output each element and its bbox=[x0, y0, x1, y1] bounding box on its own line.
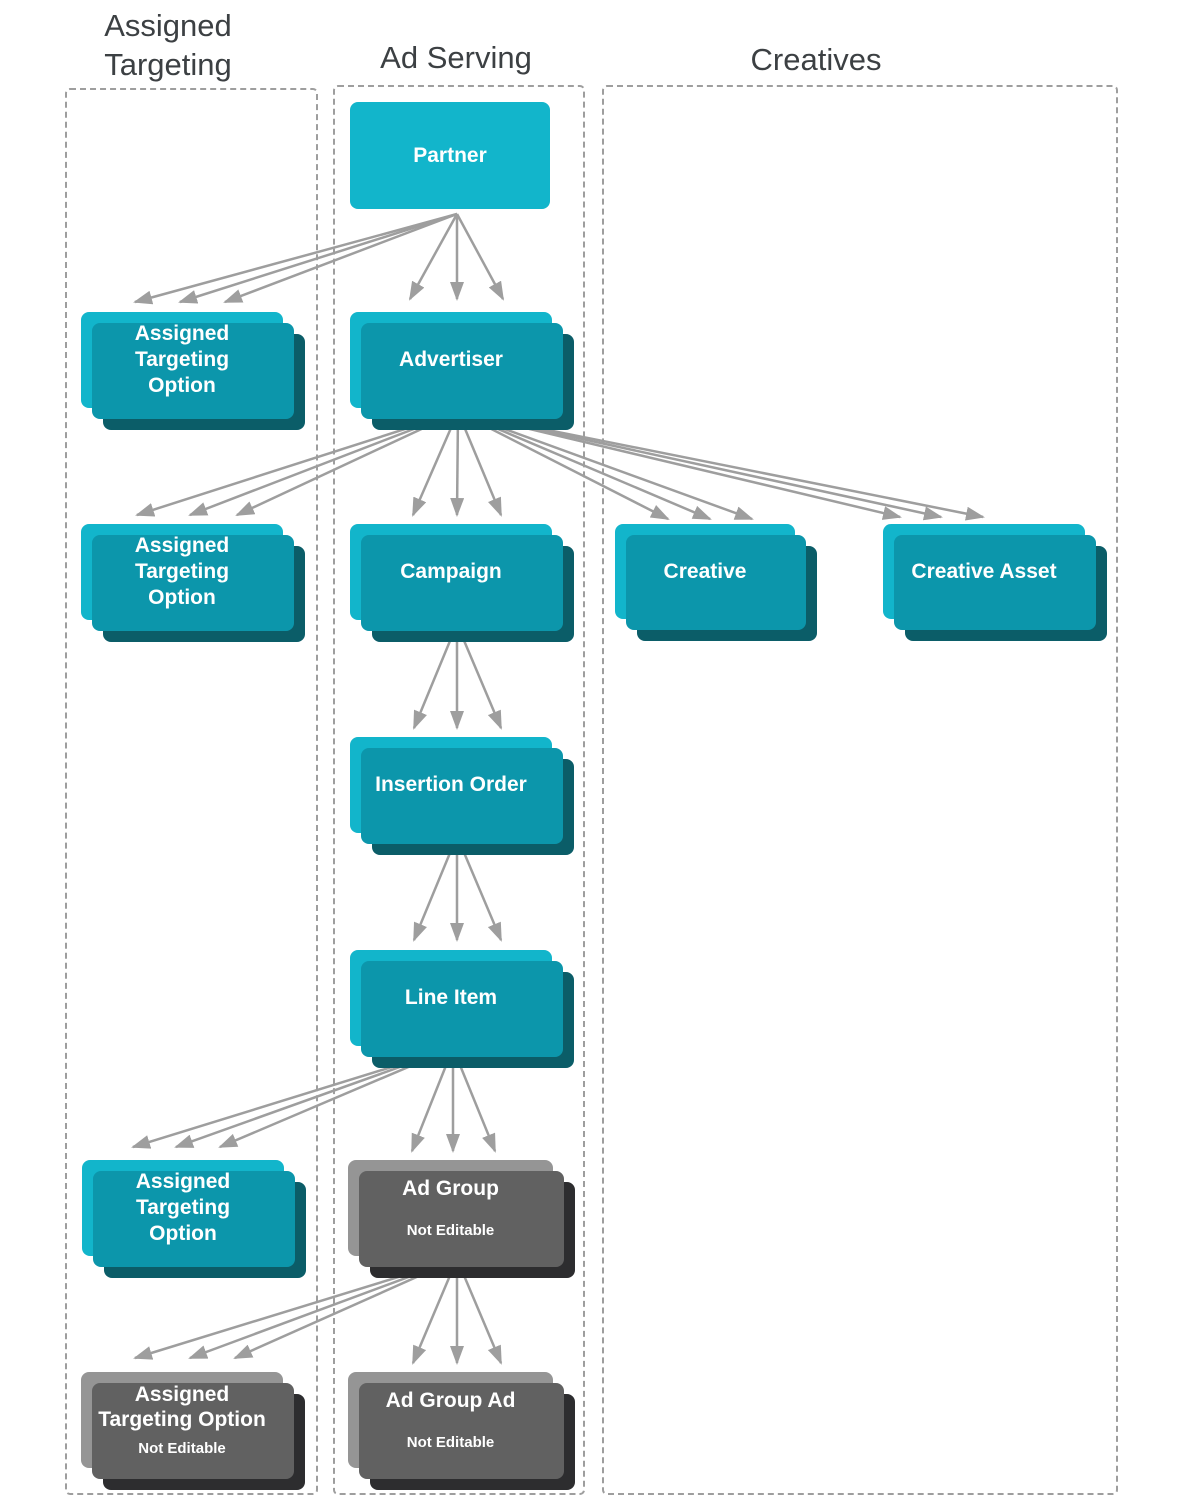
node-campaign: Campaign bbox=[350, 524, 552, 620]
column-assigned-targeting bbox=[65, 88, 318, 1495]
column-header-ad-serving: Ad Serving bbox=[380, 40, 532, 75]
node-ad-group: Ad Group Not Editable bbox=[348, 1160, 553, 1256]
column-creatives bbox=[602, 85, 1118, 1495]
column-header-assigned-targeting: Assigned Targeting bbox=[104, 8, 232, 82]
node-creative: Creative bbox=[615, 524, 795, 619]
node-assigned-targeting-option-ad-group: Assigned Targeting Option Not Editable bbox=[81, 1372, 283, 1468]
node-assigned-targeting-option-partner: Assigned Targeting Option bbox=[81, 312, 283, 408]
node-creative-asset: Creative Asset bbox=[883, 524, 1085, 619]
node-ad-group-ad: Ad Group Ad Not Editable bbox=[348, 1372, 553, 1468]
column-ad-serving bbox=[333, 85, 585, 1495]
arrows-partner-to-assigned-targeting-option bbox=[133, 212, 458, 305]
node-advertiser: Advertiser bbox=[350, 312, 552, 408]
column-header-creatives: Creatives bbox=[750, 42, 882, 77]
node-line-item: Line Item bbox=[350, 950, 552, 1046]
node-assigned-targeting-option-line-item: Assigned Targeting Option bbox=[82, 1160, 284, 1256]
arrows-partner-to-advertiser bbox=[408, 213, 505, 301]
node-insertion-order: Insertion Order bbox=[350, 737, 552, 833]
node-assigned-targeting-option-advertiser: Assigned Targeting Option bbox=[81, 524, 283, 620]
node-partner: Partner bbox=[350, 102, 550, 209]
